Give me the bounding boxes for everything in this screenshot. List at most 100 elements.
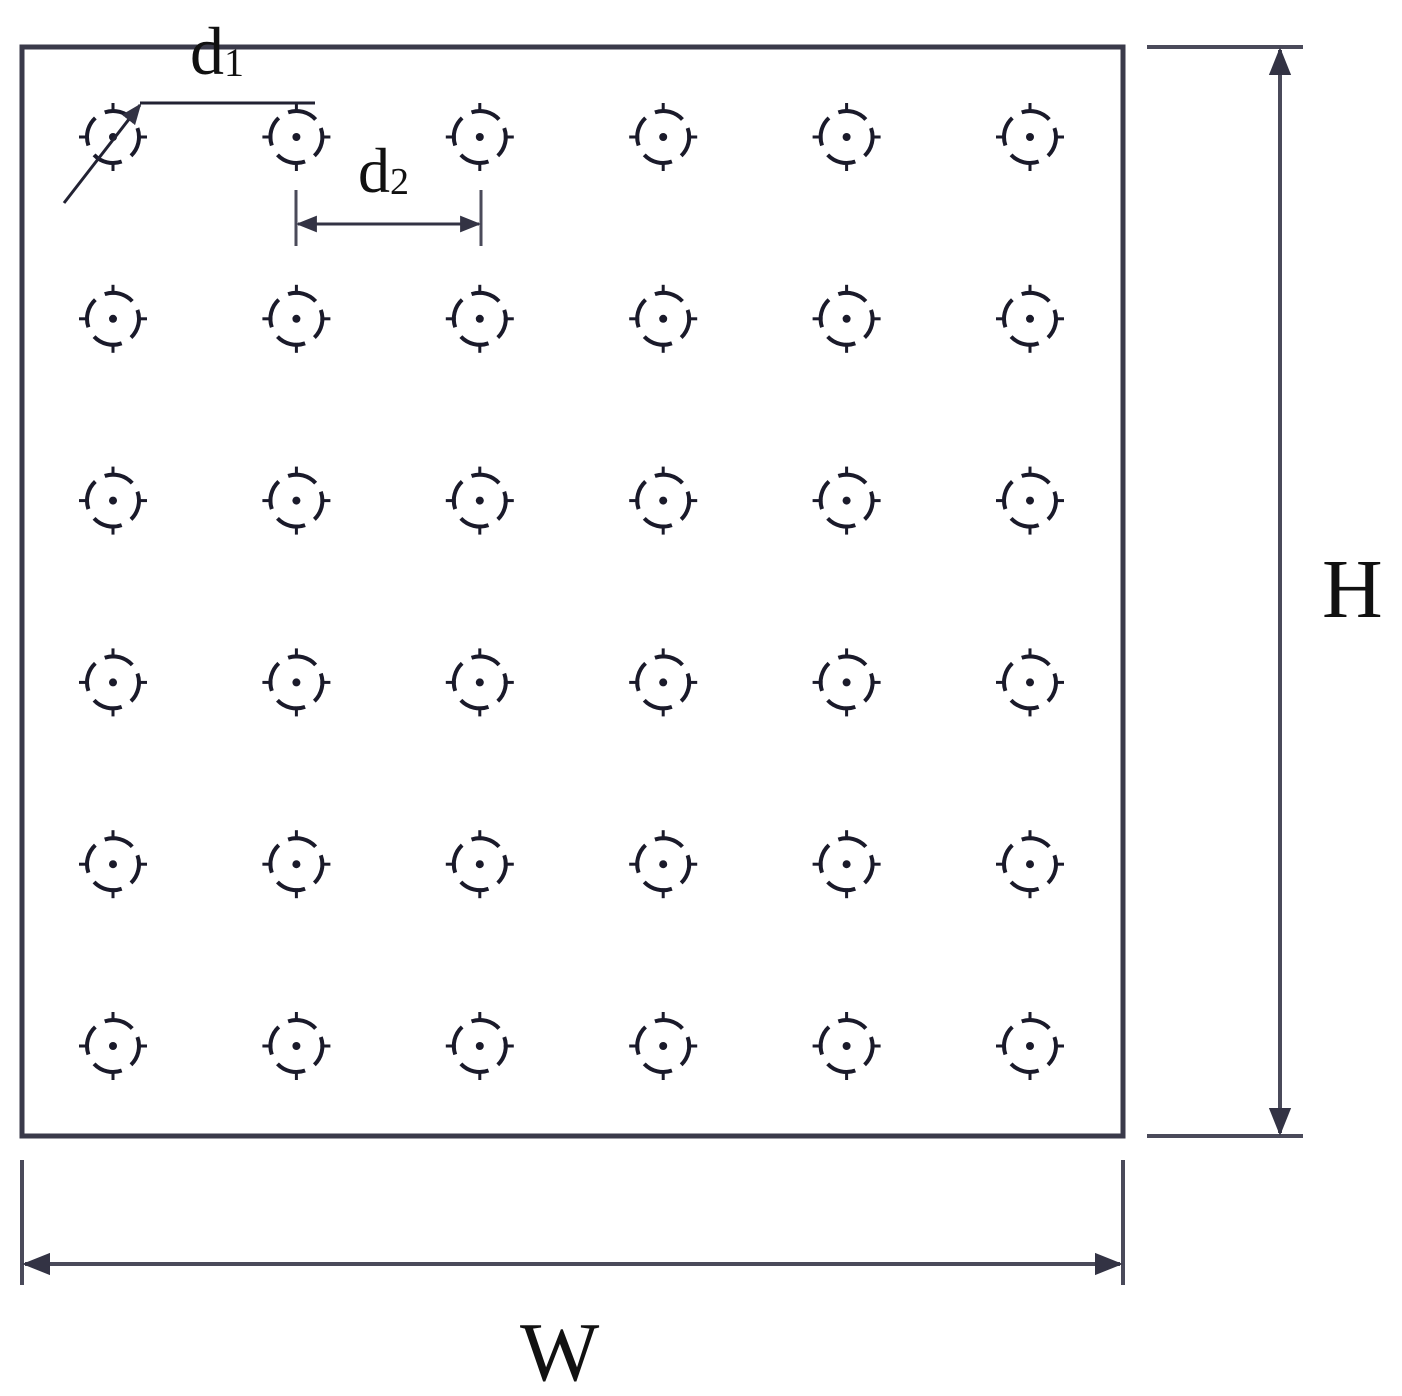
hole: [79, 1012, 147, 1080]
hole-center-dot: [1026, 496, 1034, 505]
hole-center-dot: [109, 496, 117, 505]
hole-center-dot: [109, 314, 117, 323]
hole-grid: [79, 103, 1064, 1080]
hole-circle: [635, 836, 692, 893]
hole-center-dot: [109, 860, 117, 869]
hole-circle: [451, 1018, 508, 1074]
hole-circle: [85, 654, 141, 711]
hole: [996, 466, 1064, 535]
hole-center-dot: [292, 1042, 301, 1050]
hole-center-dot: [292, 678, 301, 687]
hole-circle: [1002, 1018, 1058, 1074]
hole: [996, 284, 1064, 353]
hole-circle: [451, 654, 508, 711]
hole: [996, 830, 1064, 899]
hole-center-dot: [1026, 314, 1034, 323]
hole: [262, 830, 331, 899]
hole: [445, 103, 514, 171]
hole-center-dot: [475, 1042, 484, 1050]
hole-circle: [818, 472, 875, 529]
hole: [812, 103, 881, 171]
hole: [262, 648, 331, 717]
hole: [79, 284, 147, 353]
hole-circle: [85, 290, 141, 347]
d1-dimension: d1: [62, 13, 315, 204]
hole-circle: [1002, 290, 1058, 347]
hole-center-dot: [842, 1042, 851, 1050]
hole-center-dot: [475, 133, 484, 141]
hole: [262, 103, 331, 171]
hole: [629, 103, 698, 171]
d1-leader-line: [62, 103, 142, 204]
hole-center-dot: [1026, 678, 1034, 687]
hole: [79, 648, 147, 717]
hole-circle: [818, 290, 875, 347]
hole-circle: [451, 109, 508, 165]
hole: [445, 466, 514, 535]
hole-circle: [451, 836, 508, 893]
hole: [996, 103, 1064, 171]
hole: [629, 830, 698, 899]
hole: [812, 284, 881, 353]
hole-circle: [85, 1018, 141, 1074]
hole: [445, 1012, 514, 1080]
hole-circle: [268, 1018, 325, 1074]
hole: [445, 830, 514, 899]
d2-dimension: d2: [294, 135, 483, 246]
hole-center-dot: [475, 678, 484, 687]
hole-center-dot: [659, 860, 668, 869]
hole-center-dot: [292, 860, 301, 869]
hole-center-dot: [109, 1042, 117, 1050]
hole: [996, 1012, 1064, 1080]
plate-outline: [19, 44, 1126, 1139]
hole: [79, 103, 147, 171]
hole-circle: [818, 1018, 875, 1074]
hole: [629, 648, 698, 717]
hole: [812, 466, 881, 535]
width-label: W: [520, 1306, 600, 1396]
hole-circle: [1002, 109, 1058, 165]
hole: [79, 466, 147, 535]
hole-center-dot: [842, 133, 851, 141]
hole-circle: [818, 109, 875, 165]
hole-center-dot: [475, 860, 484, 869]
hole: [629, 284, 698, 353]
hole: [812, 648, 881, 717]
hole-center-dot: [659, 1042, 668, 1050]
hole: [445, 284, 514, 353]
hole-circle: [635, 290, 692, 347]
hole-center-dot: [659, 678, 668, 687]
hole-circle: [85, 836, 141, 893]
hole-circle: [85, 109, 141, 165]
hole-circle: [1002, 836, 1058, 893]
hole-center-dot: [659, 314, 668, 323]
hole-circle: [635, 472, 692, 529]
hole-center-dot: [842, 314, 851, 323]
hole-circle: [635, 109, 692, 165]
hole-circle: [451, 290, 508, 347]
width-dimension: W: [20, 1160, 1125, 1396]
hole-center-dot: [1026, 1042, 1034, 1050]
hole-center-dot: [109, 678, 117, 687]
hole-circle: [818, 654, 875, 711]
hole-circle: [85, 472, 141, 529]
height-dimension: H: [1147, 45, 1383, 1138]
hole-center-dot: [1026, 133, 1034, 141]
hole: [812, 830, 881, 899]
hole-center-dot: [842, 860, 851, 869]
hole-center-dot: [659, 496, 668, 505]
hole-circle: [451, 472, 508, 529]
hole-center-dot: [292, 133, 301, 141]
hole-center-dot: [1026, 860, 1034, 869]
height-label: H: [1322, 543, 1383, 636]
d1-label: d1: [190, 13, 244, 89]
hole: [629, 1012, 698, 1080]
hole-center-dot: [475, 314, 484, 323]
hole-center-dot: [475, 496, 484, 505]
hole-circle: [268, 290, 325, 347]
hole-circle: [635, 1018, 692, 1074]
hole-circle: [1002, 472, 1058, 529]
hole-center-dot: [842, 678, 851, 687]
hole-circle: [268, 836, 325, 893]
